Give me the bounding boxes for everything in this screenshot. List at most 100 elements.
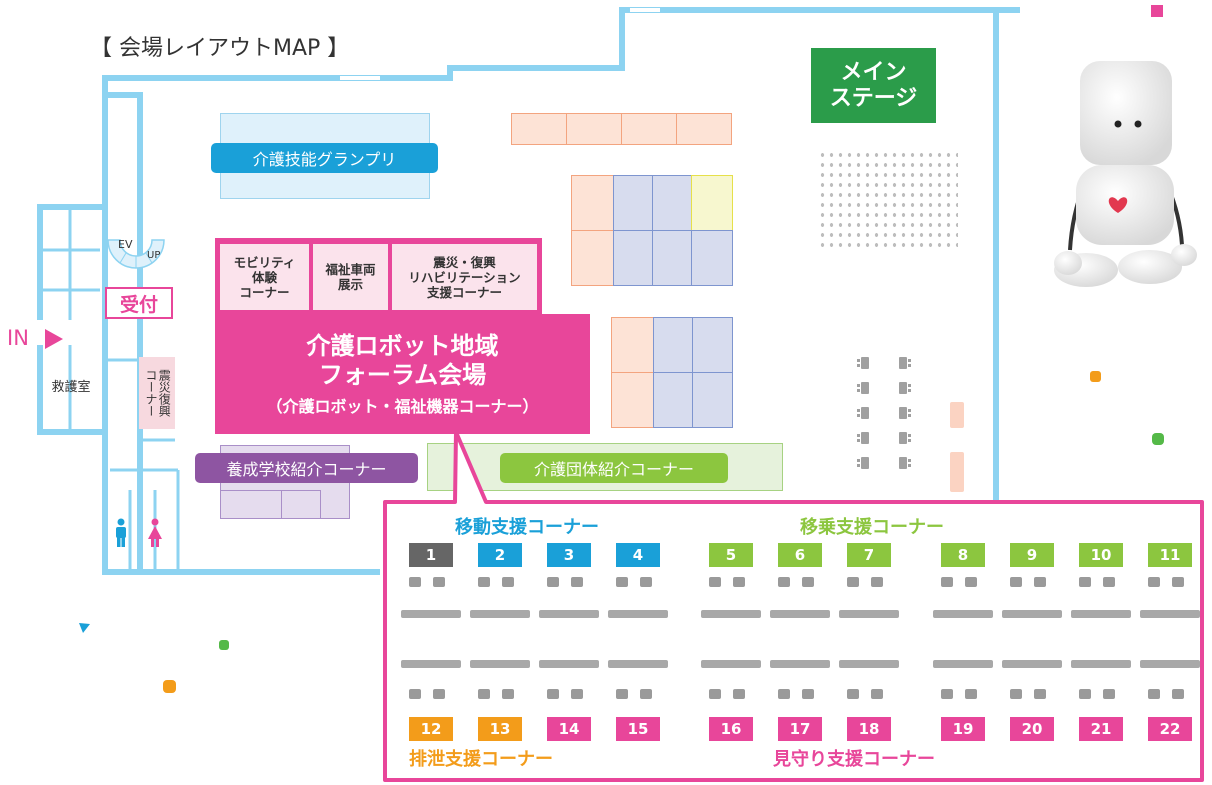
chair bbox=[1034, 689, 1046, 699]
chair bbox=[1010, 689, 1022, 699]
chair bbox=[778, 577, 790, 587]
chair bbox=[409, 689, 421, 699]
booth-block bbox=[281, 490, 321, 519]
main-stage: メイン ステージ bbox=[811, 48, 936, 123]
welfare-vehicle-corner: 福祉車両 展示 bbox=[313, 244, 388, 310]
category-monitoring: 見守り支援コーナー bbox=[773, 749, 935, 770]
table bbox=[470, 610, 530, 618]
booth-block bbox=[611, 372, 654, 428]
booth-block bbox=[692, 372, 733, 428]
chair bbox=[433, 577, 445, 587]
booth-number: 1 bbox=[409, 543, 453, 567]
lounge-tables bbox=[857, 357, 911, 469]
table bbox=[701, 610, 761, 618]
chair bbox=[478, 577, 490, 587]
table bbox=[933, 660, 993, 668]
chair bbox=[433, 689, 445, 699]
mobility-corner: モビリティ 体験 コーナー bbox=[220, 244, 309, 310]
table bbox=[770, 610, 830, 618]
chair bbox=[871, 689, 883, 699]
table bbox=[701, 660, 761, 668]
booth-block bbox=[566, 113, 622, 145]
chair bbox=[571, 577, 583, 587]
category-transfer: 移乗支援コーナー bbox=[800, 517, 944, 538]
table bbox=[933, 610, 993, 618]
table bbox=[1140, 660, 1200, 668]
table bbox=[839, 610, 899, 618]
chair bbox=[965, 689, 977, 699]
booth-number: 12 bbox=[409, 717, 453, 741]
chair bbox=[1010, 577, 1022, 587]
chair bbox=[778, 689, 790, 699]
booth-number: 4 bbox=[616, 543, 660, 567]
chair bbox=[733, 577, 745, 587]
audience-seating bbox=[818, 150, 958, 250]
chair bbox=[871, 577, 883, 587]
confetti-square bbox=[1151, 5, 1163, 17]
entrance-arrow-icon bbox=[45, 329, 63, 349]
booth-number: 8 bbox=[941, 543, 985, 567]
reception-label: 受付 bbox=[105, 287, 173, 319]
confetti-dot bbox=[163, 680, 176, 693]
booth-number: 9 bbox=[1010, 543, 1054, 567]
table bbox=[401, 610, 461, 618]
robot-forum-title: 介護ロボット地域 フォーラム会場 bbox=[306, 332, 499, 389]
booth-block bbox=[676, 113, 732, 145]
booth-number: 13 bbox=[478, 717, 522, 741]
booth-number: 7 bbox=[847, 543, 891, 567]
womens-restroom-icon bbox=[148, 518, 162, 547]
robot-forum-area bbox=[215, 314, 590, 434]
map-title: 【 会場レイアウトMAP 】 bbox=[90, 36, 350, 61]
booth-block bbox=[653, 372, 693, 428]
booth-number: 16 bbox=[709, 717, 753, 741]
table bbox=[470, 660, 530, 668]
booth-block bbox=[571, 230, 614, 286]
pillar bbox=[950, 402, 964, 428]
pillar bbox=[950, 452, 964, 492]
booth-number: 20 bbox=[1010, 717, 1054, 741]
table bbox=[1002, 610, 1062, 618]
booth-block bbox=[691, 175, 733, 231]
table bbox=[770, 660, 830, 668]
chair bbox=[502, 689, 514, 699]
chair bbox=[941, 577, 953, 587]
chair bbox=[709, 689, 721, 699]
up-label: UP bbox=[147, 250, 161, 261]
booth-block bbox=[511, 113, 567, 145]
booth-number: 3 bbox=[547, 543, 591, 567]
booth-block bbox=[621, 113, 677, 145]
confetti-dot bbox=[1152, 433, 1164, 445]
table bbox=[1002, 660, 1062, 668]
chair bbox=[733, 689, 745, 699]
category-excretion: 排泄支援コーナー bbox=[409, 749, 553, 770]
chair bbox=[616, 577, 628, 587]
booth-number: 11 bbox=[1148, 543, 1192, 567]
chair bbox=[547, 689, 559, 699]
chair bbox=[571, 689, 583, 699]
first-aid-label: 救護室 bbox=[51, 379, 91, 395]
chair bbox=[1079, 577, 1091, 587]
chair bbox=[847, 689, 859, 699]
table bbox=[539, 610, 599, 618]
booth-number: 18 bbox=[847, 717, 891, 741]
table bbox=[1071, 660, 1131, 668]
chair bbox=[640, 577, 652, 587]
entrance-label: IN bbox=[7, 326, 29, 350]
booth-number: 10 bbox=[1079, 543, 1123, 567]
booth-number: 15 bbox=[616, 717, 660, 741]
chair bbox=[1172, 689, 1184, 699]
booth-number: 22 bbox=[1148, 717, 1192, 741]
chair bbox=[802, 689, 814, 699]
table bbox=[608, 610, 668, 618]
chair bbox=[847, 577, 859, 587]
chair bbox=[640, 689, 652, 699]
disaster-rehab-corner: 震災・復興 リハビリテーション 支援コーナー bbox=[392, 244, 537, 310]
robot-forum-subtitle: （介護ロボット・福祉機器コーナー） bbox=[266, 397, 539, 416]
chair bbox=[802, 577, 814, 587]
chair bbox=[1034, 577, 1046, 587]
table bbox=[839, 660, 899, 668]
group-label: 介護団体紹介コーナー bbox=[500, 453, 728, 483]
booth-block bbox=[691, 230, 733, 286]
confetti-dot bbox=[219, 640, 229, 650]
confetti-dot bbox=[1090, 371, 1101, 382]
